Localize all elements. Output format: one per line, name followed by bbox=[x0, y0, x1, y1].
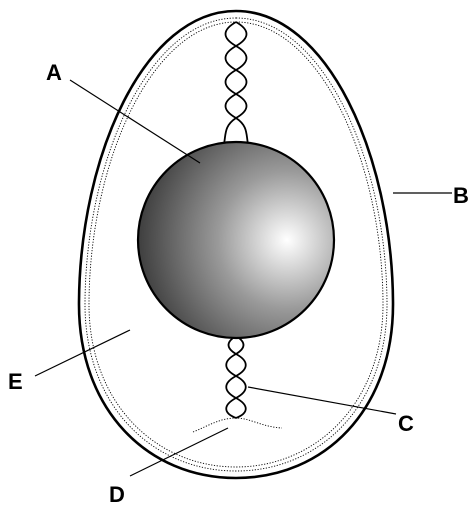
label-d: D bbox=[109, 482, 125, 507]
leader-line-e bbox=[34, 329, 131, 377]
chalaza-top bbox=[223, 21, 249, 145]
yolk bbox=[136, 140, 336, 340]
label-a: A bbox=[46, 60, 62, 85]
leader-line-d bbox=[129, 427, 229, 477]
chalaza-bottom bbox=[225, 335, 247, 419]
leader-line-c bbox=[247, 386, 397, 415]
outer-shell-membrane bbox=[84, 17, 388, 472]
label-b: B bbox=[453, 183, 469, 208]
leader-line-a bbox=[69, 79, 201, 164]
label-c: C bbox=[398, 411, 414, 436]
label-e: E bbox=[8, 369, 23, 394]
